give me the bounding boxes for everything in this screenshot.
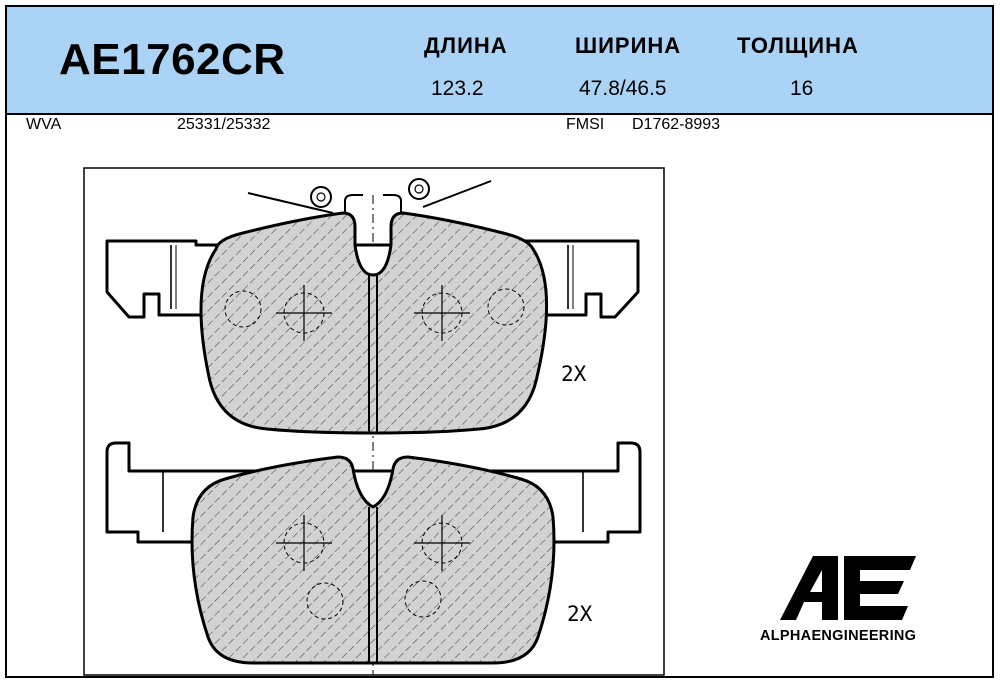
part-number: AE1762CR xyxy=(59,35,286,84)
top-mark-right-circle xyxy=(487,288,525,326)
top-mark-left-circle xyxy=(224,290,262,328)
brand-name: ALPHAENGINEERING xyxy=(760,628,917,644)
spec-thickness-value: 16 xyxy=(790,77,814,100)
wva-label: WVA xyxy=(26,116,62,133)
bottom-mark-left-circle xyxy=(306,582,344,620)
top-wire-right xyxy=(422,180,492,208)
brake-pad-drawing: 2X 2X xyxy=(83,167,665,676)
bottom-mark-right-circle xyxy=(404,580,442,618)
top-rivet-left xyxy=(310,186,332,208)
top-rivet-left-hole xyxy=(316,192,326,202)
logo-letter-a-counter xyxy=(810,570,822,592)
top-qty-label: 2X xyxy=(561,362,587,386)
spec-width-value: 47.8/46.5 xyxy=(579,77,667,100)
spec-length-label: ДЛИНА xyxy=(424,33,508,58)
spec-width-label: ШИРИНА xyxy=(575,33,682,58)
top-friction-material xyxy=(199,211,549,435)
header-band: AE1762CR ДЛИНА ШИРИНА ТОЛЩИНА 123.2 47.8… xyxy=(7,7,992,115)
bottom-qty-label: 2X xyxy=(567,602,593,626)
logo-letter-e xyxy=(844,556,916,620)
bottom-friction-material xyxy=(190,455,556,665)
top-clip-left xyxy=(344,194,363,213)
fmsi-value: D1762-8993 xyxy=(632,116,721,133)
spec-length-value: 123.2 xyxy=(431,77,484,100)
spec-thickness-label: ТОЛЩИНА xyxy=(737,33,859,58)
top-wire-left xyxy=(247,192,334,214)
top-clip-right xyxy=(383,194,402,213)
fmsi-label: FMSI xyxy=(566,116,605,133)
brand-logo xyxy=(780,556,916,620)
logo-letter-a xyxy=(780,556,838,620)
top-pad: 2X xyxy=(105,178,640,435)
top-rivet-right xyxy=(408,178,430,200)
top-rivet-right-hole xyxy=(414,184,424,194)
wva-value: 25331/25332 xyxy=(177,116,271,133)
bottom-pad: 2X xyxy=(105,441,642,665)
drawing-frame xyxy=(83,167,665,676)
